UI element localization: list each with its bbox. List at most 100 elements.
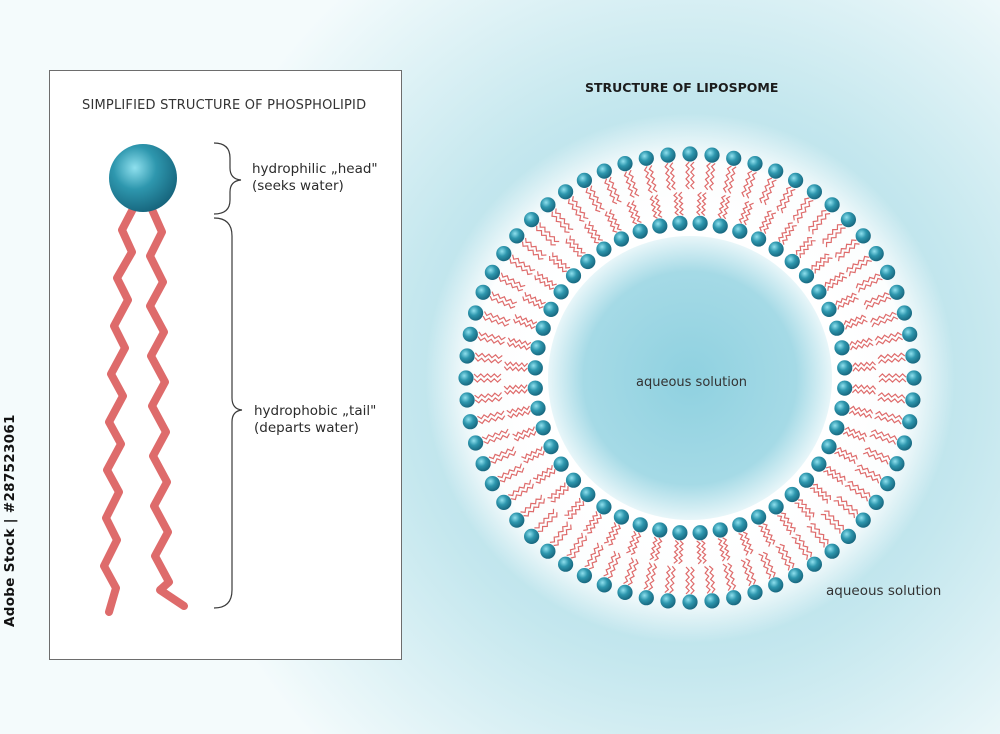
inner-leaflet-head [613,231,630,247]
outer-leaflet-head [824,543,840,559]
inner-leaflet-tail [631,200,642,223]
outer-leaflet-tail [585,187,601,213]
outer-leaflet-tail [477,415,506,425]
outer-leaflet-tail [589,185,605,210]
outer-leaflet-tail [878,357,906,364]
outer-leaflet-tail [877,396,906,404]
bilayer-heads [458,146,922,610]
inner-leaflet-head [543,439,559,455]
inner-leaflet-tail [835,292,857,306]
outer-leaflet-tail [864,447,891,461]
outer-leaflet-tail [858,277,883,293]
outer-leaflet-tail [491,291,518,305]
outer-leaflet-head [896,305,913,321]
outer-leaflet-head [459,348,475,364]
outer-leaflet-tail [779,543,795,569]
inner-leaflet-tail [504,361,529,368]
outer-leaflet-head [596,163,612,179]
outer-leaflet-tail [523,498,545,517]
outer-leaflet-tail [570,535,588,559]
inner-leaflet-tail [837,296,859,310]
inner-leaflet-tail [758,210,772,232]
outer-leaflet-head [638,590,654,606]
inner-leaflet-tail [673,539,680,564]
inner-leaflet-tail [550,486,569,503]
outer-leaflet-tail [865,296,892,310]
outer-leaflet-head [682,594,698,610]
inner-leaflet-head [553,284,569,300]
outer-leaflet-head [540,543,556,559]
inner-leaflet-tail [843,314,867,326]
outer-leaflet-tail [520,494,542,513]
inner-leaflet-head [829,320,845,336]
outer-leaflet-tail [806,526,825,548]
outer-leaflet-tail [603,550,617,577]
outer-leaflet-head [596,577,612,593]
outer-leaflet-tail [477,410,505,420]
outer-leaflet-tail [810,523,829,545]
inner-leaflet-tail [794,502,811,521]
outer-leaflet-tail [510,483,534,501]
outer-leaflet-head [576,568,593,584]
outer-leaflet-head [726,150,742,166]
outer-leaflet-tail [833,500,855,519]
outer-leaflet-tail [498,276,524,292]
inner-leaflet-head [565,268,582,284]
inner-leaflet-tail [569,235,586,254]
outer-leaflet-head [462,326,478,342]
inner-leaflet-tail [503,366,528,372]
outer-leaflet-head [726,590,742,606]
inner-leaflet-head [712,218,728,234]
inner-leaflet-tail [537,271,557,286]
outer-leaflet-tail [847,480,871,498]
outer-leaflet-tail [553,524,572,547]
outer-leaflet-head [509,228,525,244]
outer-leaflet-tail [780,188,796,214]
inner-leaflet-tail [842,431,866,442]
inner-leaflet-tail [507,337,532,346]
outer-leaflet-tail [551,211,570,233]
outer-leaflet-tail [708,162,716,191]
outer-leaflet-tail [474,396,503,404]
inner-leaflet-head [672,525,688,541]
outer-leaflet-head [905,392,921,408]
inner-leaflet-head [530,340,546,356]
inner-leaflet-head [527,360,543,376]
inner-leaflet-head [632,517,648,533]
inner-leaflet-head [535,320,551,336]
inner-leaflet-tail [742,531,754,555]
outer-leaflet-tail [820,513,841,534]
outer-leaflet-tail [571,196,589,220]
outer-leaflet-tail [685,566,691,595]
outer-leaflet-head [855,228,871,244]
outer-leaflet-tail [704,566,711,594]
outer-leaflet-tail [537,512,558,532]
outer-leaflet-tail [795,534,813,558]
outer-leaflet-tail [664,162,672,191]
outer-leaflet-tail [689,566,695,595]
inner-leaflet-tail [762,523,776,545]
outer-leaflet-tail [727,562,737,591]
outer-leaflet-head [880,476,896,492]
inner-leaflet-tail [809,487,828,504]
inner-leaflet-tail [813,483,831,501]
outer-leaflet-head [458,370,474,386]
outer-leaflet-head [889,284,905,300]
inner-leaflet-head [596,499,612,515]
outer-leaflet-head [558,184,574,200]
inner-leaflet-tail [814,257,833,274]
outer-leaflet-tail [477,336,505,346]
inner-leaflet-head [834,340,850,356]
outer-leaflet-tail [704,162,711,191]
phospholipid-illustration [100,144,188,616]
outer-leaflet-tail [808,209,827,232]
outer-leaflet-tail [549,521,568,543]
inner-leaflet-head [768,499,784,515]
tail-brace [213,217,243,609]
inner-leaflet-tail [630,532,642,555]
outer-leaflet-head [806,556,823,572]
head-label-line1: hydrophilic „head" [252,161,378,177]
outer-leaflet-tail [685,161,691,190]
inner-leaflet-tail [836,446,858,460]
inner-leaflet-tail [552,252,571,269]
